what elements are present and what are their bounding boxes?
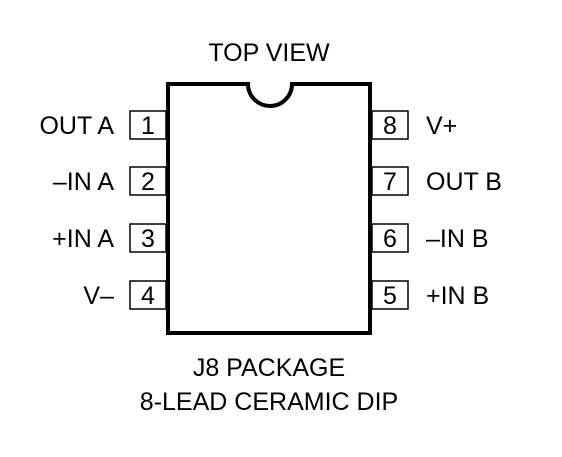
pin-number-6: 6	[383, 225, 397, 253]
pin-label-minus-in-a: –IN A	[53, 168, 114, 196]
pin-number-2: 2	[141, 168, 155, 196]
pin-number-1: 1	[141, 112, 155, 140]
pin-label-out-a: OUT A	[39, 112, 114, 140]
pin-box-4	[129, 280, 167, 310]
pin-label-minus-in-b: –IN B	[426, 225, 489, 253]
pin-label-v-minus: V–	[83, 282, 114, 310]
pin-label-plus-in-a: +IN A	[52, 225, 114, 253]
pin-box-1	[129, 110, 167, 140]
pin-label-v-plus: V+	[426, 112, 457, 140]
pin-number-5: 5	[383, 282, 397, 310]
pin-number-8: 8	[383, 112, 397, 140]
chip-body	[166, 82, 372, 335]
pin-box-7	[371, 166, 409, 196]
pin-number-7: 7	[383, 168, 397, 196]
pin-box-8	[371, 110, 409, 140]
pin-label-plus-in-b: +IN B	[426, 282, 489, 310]
pin-number-3: 3	[141, 225, 155, 253]
pin-box-2	[129, 166, 167, 196]
pin-label-out-b: OUT B	[426, 168, 502, 196]
package-name: J8 PACKAGE	[193, 354, 345, 382]
diagram-title: TOP VIEW	[208, 39, 330, 67]
pin-box-6	[371, 223, 409, 253]
pin-box-3	[129, 223, 167, 253]
pin-number-4: 4	[141, 282, 155, 310]
pin-box-5	[371, 280, 409, 310]
package-description: 8-LEAD CERAMIC DIP	[140, 388, 398, 416]
